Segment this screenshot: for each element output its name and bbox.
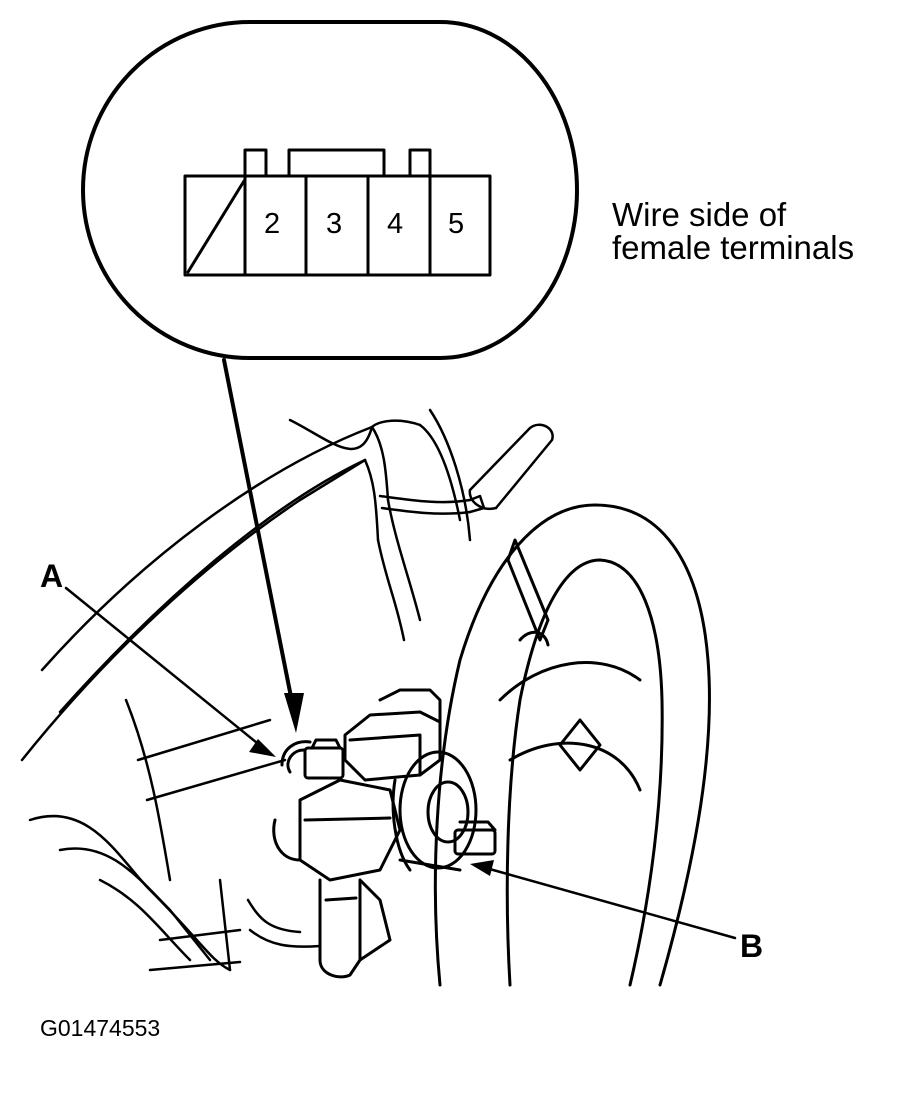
connector-lock-tab-right — [408, 148, 432, 178]
connector-caption: Wire side of female terminals — [612, 198, 854, 264]
inset-pointer-arrowhead — [284, 693, 304, 733]
connector-inset — [81, 20, 579, 733]
connector-lock-tab-left — [243, 148, 268, 178]
leader-b — [484, 866, 737, 940]
terminal-number-3: 3 — [326, 208, 343, 240]
leader-a-arrowhead — [249, 739, 276, 757]
inset-bubble-outline — [81, 20, 579, 360]
terminal-1-unused-slash — [186, 179, 246, 274]
dashboard-outline — [20, 408, 472, 972]
terminal-number-2: 2 — [264, 208, 281, 240]
leader-a — [64, 586, 264, 749]
caption-line-1: Wire side of — [612, 196, 787, 233]
terminal-number-4: 4 — [387, 208, 404, 240]
terminal-number-5: 5 — [448, 208, 465, 240]
connector-face — [183, 148, 492, 277]
steering-wheel — [433, 503, 711, 987]
callout-label-a: A — [40, 558, 64, 594]
leader-b-arrowhead — [470, 860, 494, 876]
caption-line-2: female terminals — [612, 229, 855, 266]
figure-id: G01474553 — [40, 1015, 161, 1041]
connector-lock-tab-center — [287, 148, 386, 178]
connector-a — [280, 738, 345, 780]
callout-leaders — [64, 586, 737, 940]
switch-assembly — [272, 688, 497, 979]
inset-pointer-line — [222, 358, 296, 714]
wire-harness — [378, 494, 486, 515]
upper-lever — [468, 423, 554, 511]
callout-label-b: B — [740, 928, 764, 964]
